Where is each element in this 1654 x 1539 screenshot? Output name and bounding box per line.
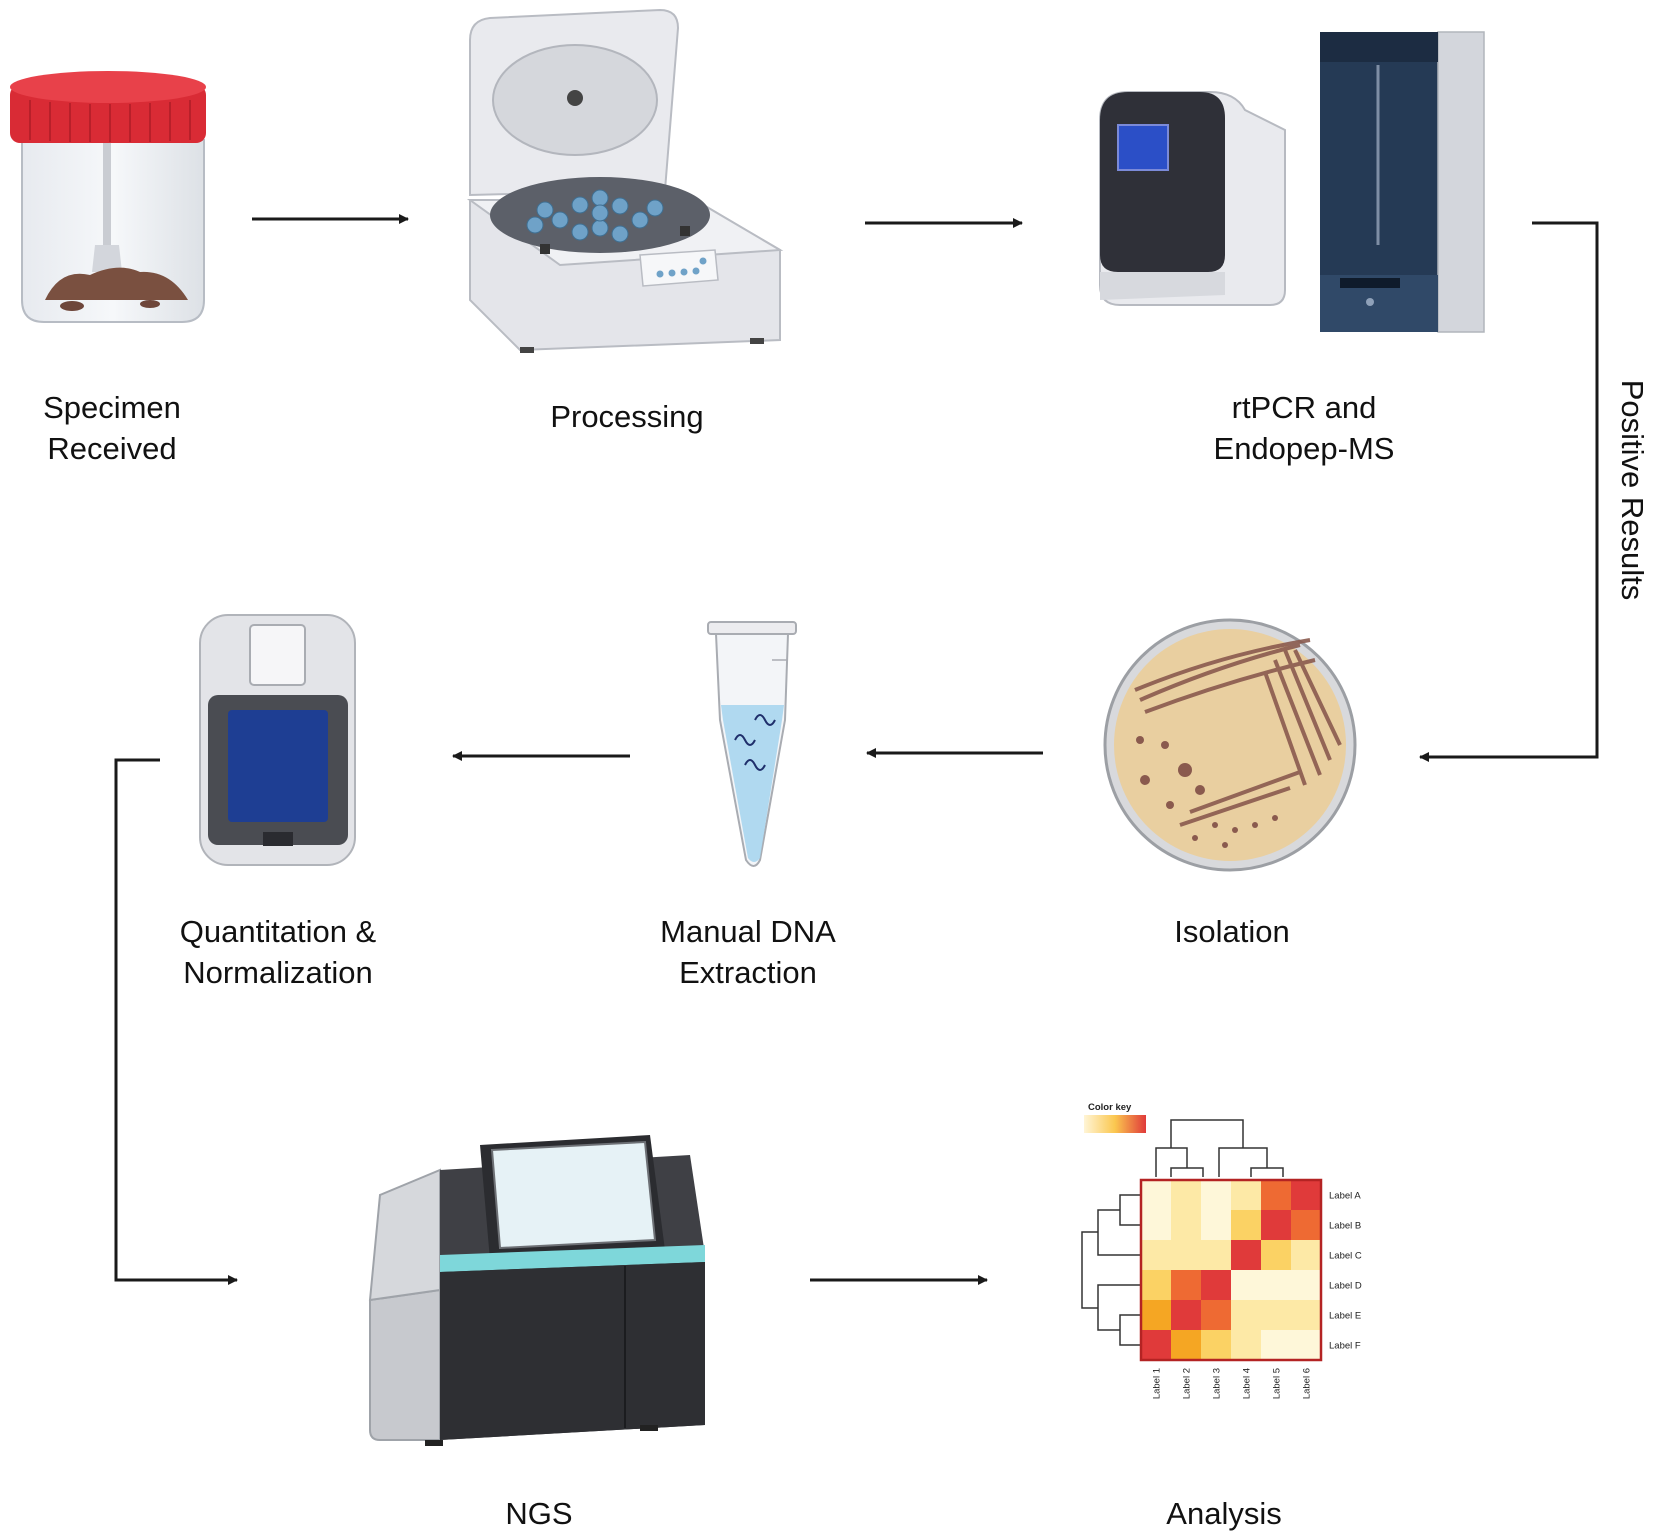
heatmap-cell (1141, 1270, 1171, 1300)
label-rtpcr-line1: rtPCR and (1232, 390, 1377, 425)
heatmap-cell (1201, 1300, 1231, 1330)
connector-positive-results (1419, 221, 1599, 762)
heatmap-cell (1171, 1240, 1201, 1270)
heatmap-cell (1291, 1300, 1321, 1330)
color-key-bar (1084, 1115, 1146, 1133)
heatmap-cell (1141, 1210, 1171, 1240)
heatmap-row-labels: Label A Label B Label C Label D Label E Label… (1329, 1191, 1362, 1352)
heatmap-cell (1261, 1300, 1291, 1330)
label-extraction-line2: Extraction (679, 955, 817, 990)
petri-dish-icon (1103, 618, 1357, 872)
heatmap-row-label: Label F (1329, 1341, 1361, 1352)
heatmap-col-label: Label 5 (1272, 1368, 1283, 1399)
heatmap-cell (1261, 1330, 1291, 1360)
label-quantitation-line1: Quantitation & (180, 914, 377, 949)
heatmap-cell (1201, 1240, 1231, 1270)
heatmap-col-label: Label 6 (1302, 1368, 1313, 1399)
heatmap-cell (1171, 1210, 1201, 1240)
heatmap-row-label: Label B (1329, 1221, 1361, 1232)
heatmap-cell (1291, 1330, 1321, 1360)
heatmap-cell (1231, 1330, 1261, 1360)
heatmap-row-label: Label C (1329, 1251, 1362, 1262)
heatmap-cells (1141, 1180, 1321, 1360)
heatmap-cell (1231, 1270, 1261, 1300)
heatmap-cell (1291, 1180, 1321, 1210)
label-quantitation-line2: Normalization (183, 955, 373, 990)
heatmap-cell (1201, 1210, 1231, 1240)
heatmap-cell (1171, 1300, 1201, 1330)
microcentrifuge-tube-icon (707, 621, 797, 867)
heatmap-cell (1231, 1300, 1261, 1330)
heatmap-cell (1201, 1270, 1231, 1300)
heatmap-cell (1171, 1180, 1201, 1210)
heatmap-col-label: Label 3 (1212, 1368, 1223, 1399)
heatmap-cell (1141, 1240, 1171, 1270)
heatmap-border (1139, 1178, 1323, 1362)
centrifuge-icon (466, 8, 784, 353)
heatmap-cell (1141, 1330, 1171, 1360)
label-specimen-line2: Received (47, 431, 176, 466)
heatmap-cell (1171, 1330, 1201, 1360)
label-ngs: NGS (505, 1496, 572, 1531)
column-dendrogram (1155, 1119, 1284, 1177)
heatmap-cell (1291, 1270, 1321, 1300)
connector-quantitation-to-ngs (114, 758, 238, 1285)
fluorometer-icon (199, 614, 356, 866)
heatmap-cell (1291, 1210, 1321, 1240)
label-rtpcr-line2: Endopep-MS (1214, 431, 1395, 466)
heatmap-cell (1231, 1210, 1261, 1240)
row-dendrogram (1081, 1194, 1141, 1346)
heatmap-cell (1261, 1240, 1291, 1270)
label-isolation: Isolation (1174, 914, 1289, 949)
label-extraction-line1: Manual DNA (660, 914, 836, 949)
sequencer-icon (368, 1135, 705, 1446)
rtpcr-instrument-icon (1099, 91, 1286, 306)
heatmap-row-label: Label A (1329, 1191, 1361, 1202)
label-analysis: Analysis (1166, 1496, 1281, 1531)
heatmap-row-label: Label E (1329, 1311, 1361, 1322)
heatmap-col-label: Label 1 (1152, 1368, 1163, 1399)
label-specimen-line1: Specimen (43, 390, 181, 425)
heatmap-col-label: Label 2 (1182, 1368, 1193, 1399)
heatmap-col-labels: Label 1 Label 2 Label 3 Label 4 Label 5 Label… (1152, 1368, 1313, 1399)
label-positive-results: Positive Results (1615, 380, 1650, 601)
heatmap-cell (1261, 1180, 1291, 1210)
arrows (114, 214, 1599, 1285)
heatmap-cell (1141, 1180, 1171, 1210)
heatmap-cell (1201, 1330, 1231, 1360)
label-processing: Processing (550, 399, 703, 434)
color-key-label: Color key (1088, 1102, 1132, 1113)
heatmap-cell (1261, 1270, 1291, 1300)
specimen-jar-icon (10, 71, 206, 323)
heatmap-cell (1231, 1240, 1261, 1270)
heatmap-col-label: Label 4 (1242, 1368, 1253, 1399)
heatmap-cell (1141, 1300, 1171, 1330)
heatmap-cell (1261, 1210, 1291, 1240)
heatmap-cell (1201, 1180, 1231, 1210)
heatmap-cell (1171, 1270, 1201, 1300)
heatmap-cell (1231, 1180, 1261, 1210)
mass-spectrometer-icon (1320, 31, 1485, 333)
heatmap-cell (1291, 1240, 1321, 1270)
heatmap-row-label: Label D (1329, 1281, 1362, 1292)
